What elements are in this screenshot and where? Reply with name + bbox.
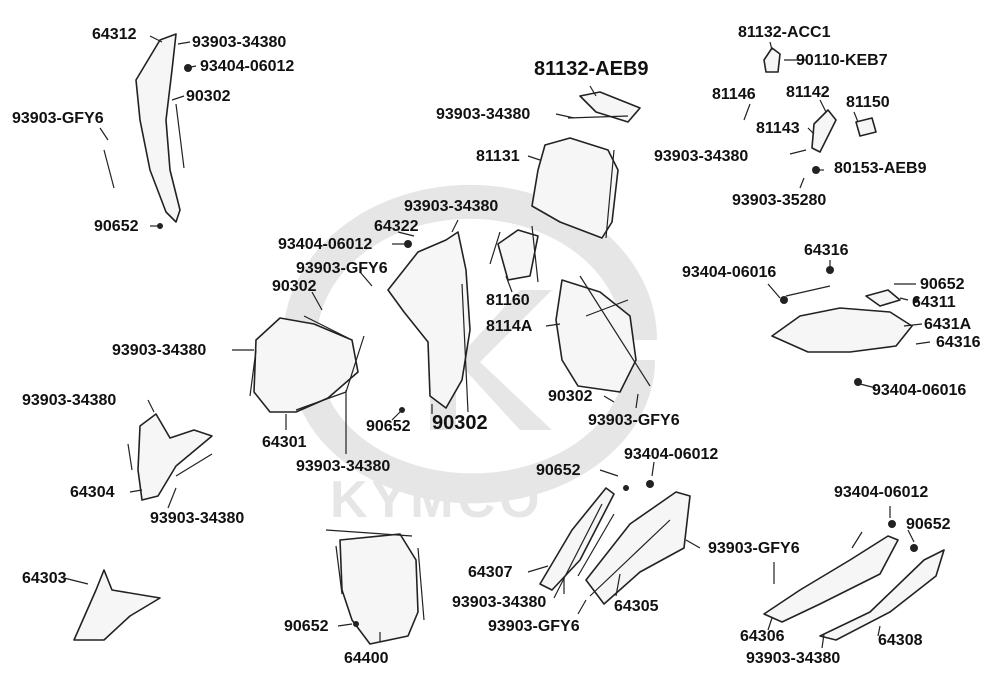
part-64322 (387, 231, 471, 409)
callout-93903-gfy6: 93903-GFY6 (588, 412, 680, 429)
callout-64400: 64400 (344, 650, 389, 667)
bolt-icon (399, 407, 405, 413)
callout-93903-34380: 93903-34380 (746, 650, 841, 667)
callout-64307: 64307 (468, 564, 513, 581)
callout-81131: 81131 (476, 148, 520, 165)
callout-90652: 90652 (94, 218, 139, 235)
part-8114a (555, 279, 637, 393)
bolt-icon (826, 266, 834, 274)
callout-64316: 64316 (804, 242, 849, 259)
part-81132-acc1 (763, 47, 781, 73)
callout-81143: 81143 (756, 120, 800, 137)
part-64303 (73, 569, 161, 641)
part-64400 (339, 533, 419, 645)
part-64312 (135, 33, 181, 223)
callout-90652: 90652 (906, 516, 951, 533)
bolt-icon (623, 485, 629, 491)
part-81132-aeb9 (579, 91, 641, 123)
callout-90652: 90652 (284, 618, 329, 635)
callout-64322: 64322 (374, 218, 419, 235)
part-64311 (865, 289, 901, 307)
callout-90110-keb7: 90110-KEB7 (796, 52, 888, 69)
callout-64308: 64308 (878, 632, 923, 649)
callout-93903-34380: 93903-34380 (296, 458, 391, 475)
callout-81146: 81146 (712, 86, 756, 103)
part-6431a (771, 307, 913, 353)
bolt-icon (910, 544, 918, 552)
callout-93903-gfy6: 93903-GFY6 (12, 110, 104, 127)
callout-90302: 90302 (548, 388, 593, 405)
callout-93903-34380: 93903-34380 (192, 34, 287, 51)
part-64306 (763, 535, 899, 623)
callout-90652: 90652 (536, 462, 581, 479)
callout-90302: 90302 (186, 88, 231, 105)
callout-64312: 64312 (92, 26, 137, 43)
part-64301 (253, 317, 359, 413)
bolt-icon (646, 480, 654, 488)
callout-64316: 64316 (936, 334, 981, 351)
callout-93404-06012: 93404-06012 (200, 58, 295, 75)
part-81160 (497, 229, 539, 281)
bolt-icon (404, 240, 412, 248)
part-64308 (819, 549, 945, 641)
callout-93903-34380: 93903-34380 (452, 594, 547, 611)
callout-81142: 81142 (786, 84, 830, 101)
callout-93903-34380: 93903-34380 (22, 392, 117, 409)
callout-93903-35280: 93903-35280 (732, 192, 827, 209)
callout-80153-aeb9: 80153-AEB9 (834, 160, 927, 177)
callout-90302-large: 90302 (432, 412, 488, 434)
callout-93903-34380: 93903-34380 (436, 106, 531, 123)
part-81150 (855, 117, 877, 137)
callout-81132-aeb9: 81132-AEB9 (534, 58, 649, 80)
callout-6431a: 6431A (924, 316, 972, 333)
callout-64303: 64303 (22, 570, 67, 587)
callout-93903-34380: 93903-34380 (654, 148, 749, 165)
callout-93404-06012: 93404-06012 (278, 236, 373, 253)
callout-93903-34380: 93903-34380 (112, 342, 207, 359)
callout-90652: 90652 (920, 276, 965, 293)
bolt-icon (888, 520, 896, 528)
callout-64304: 64304 (70, 484, 115, 501)
part-81131 (531, 137, 619, 239)
callout-93903-34380: 93903-34380 (404, 198, 499, 215)
callout-64311: 64311 (912, 294, 956, 311)
callout-64306: 64306 (740, 628, 785, 645)
callout-93404-06016: 93404-06016 (872, 382, 967, 399)
part-64304 (137, 413, 213, 501)
callout-93903-gfy6: 93903-GFY6 (488, 618, 580, 635)
callout-8114a: 8114A (486, 318, 533, 335)
callout-93903-gfy6: 93903-GFY6 (296, 260, 388, 277)
part-64307 (539, 487, 615, 591)
callout-93404-06012: 93404-06012 (834, 484, 929, 501)
callout-64305: 64305 (614, 598, 659, 615)
callout-81132-acc1: 81132-ACC1 (738, 24, 831, 41)
bolt-icon (780, 296, 788, 304)
part-64305 (585, 491, 691, 605)
callout-81160: 81160 (486, 292, 530, 309)
callout-81150: 81150 (846, 94, 890, 111)
bolt-icon (913, 297, 919, 303)
callout-93903-gfy6: 93903-GFY6 (708, 540, 800, 557)
callout-93903-34380: 93903-34380 (150, 510, 245, 527)
part-81142 (811, 109, 837, 153)
callout-93404-06012: 93404-06012 (624, 446, 719, 463)
callout-64301: 64301 (262, 434, 307, 451)
bolt-icon (353, 621, 359, 627)
callout-93404-06016: 93404-06016 (682, 264, 777, 281)
callout-90302: 90302 (272, 278, 317, 295)
watermark-brand-text: KYMCO (330, 471, 544, 529)
callout-90652: 90652 (366, 418, 411, 435)
